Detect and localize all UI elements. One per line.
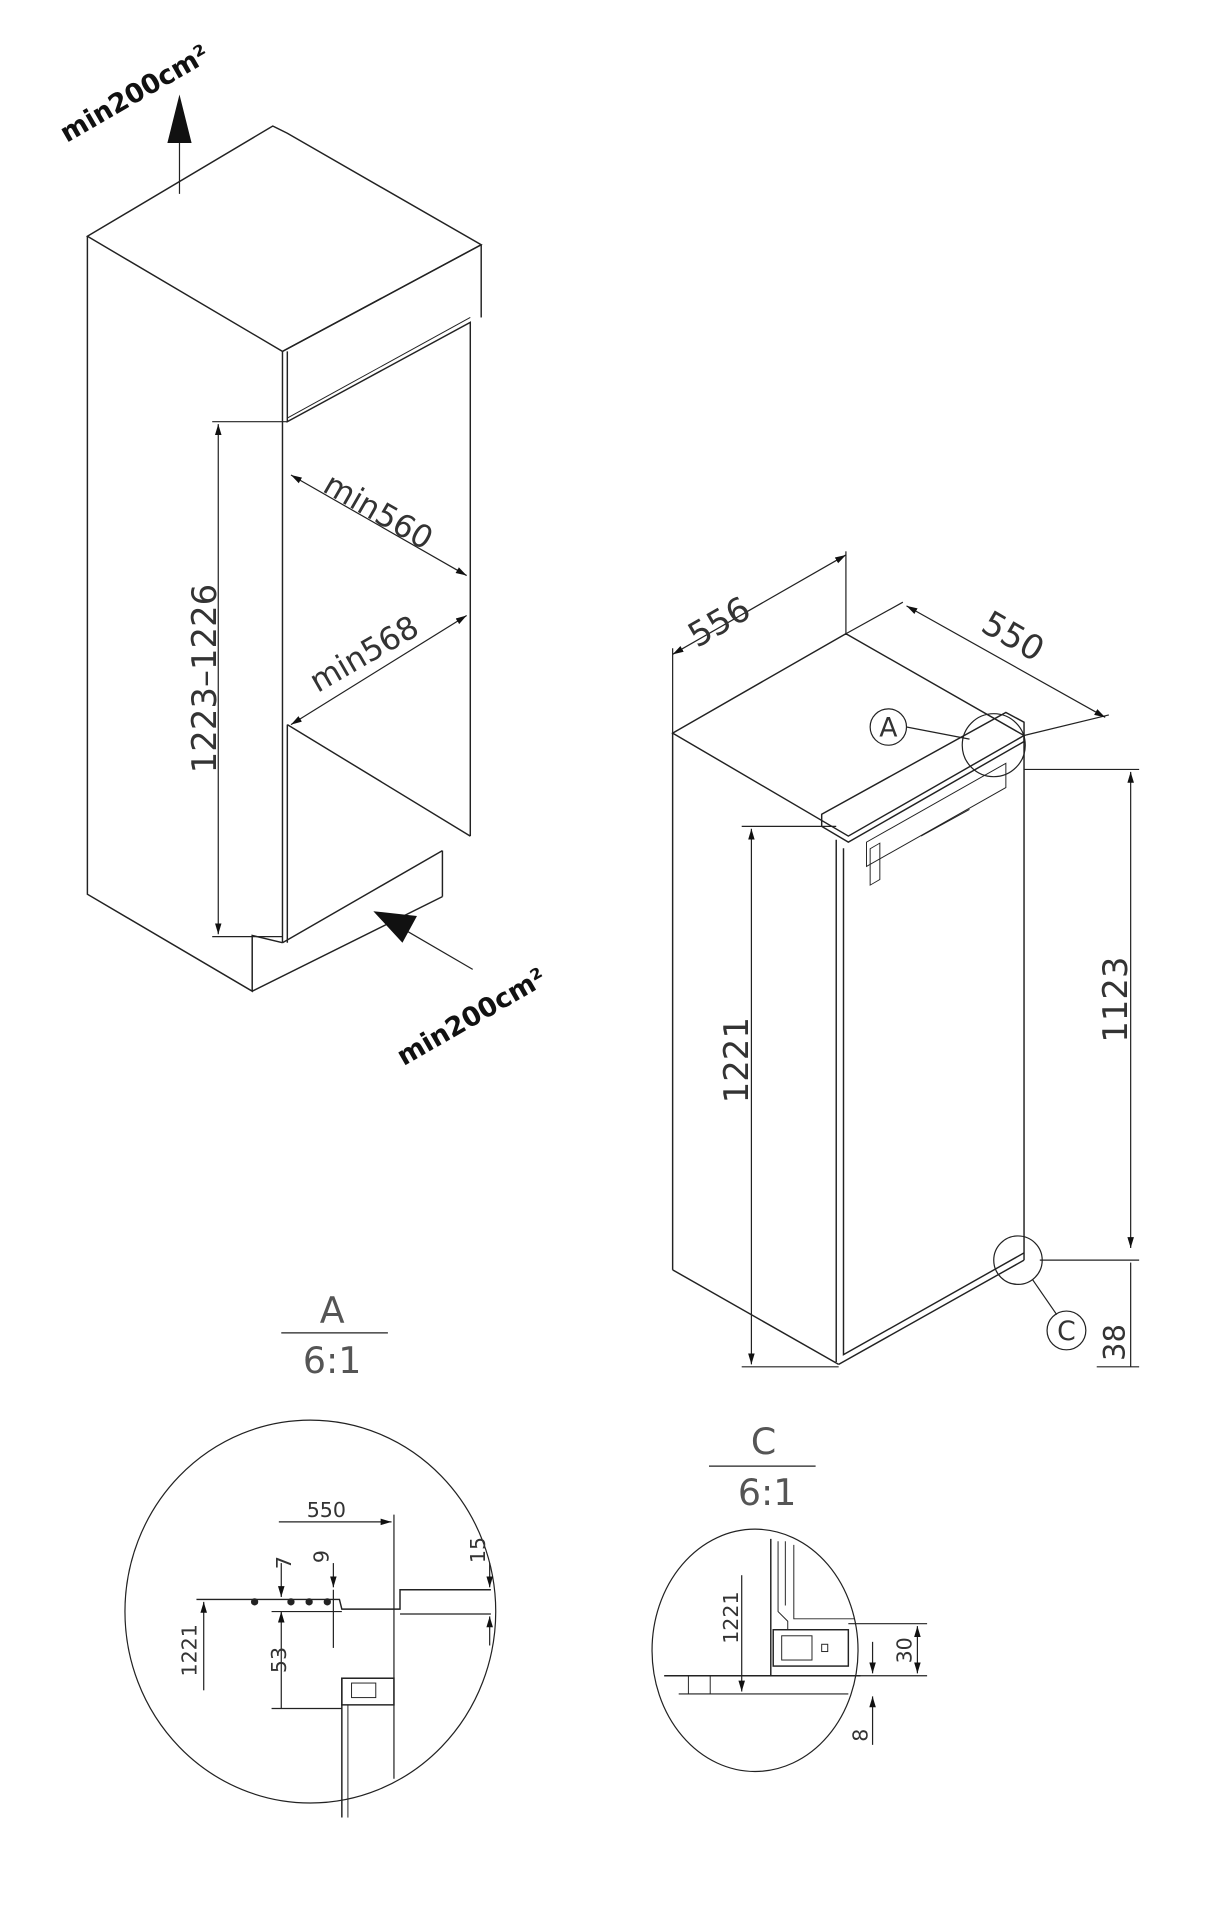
bottom-offset-label: 38 xyxy=(1098,1324,1132,1361)
niche-depth-dimension xyxy=(290,474,467,577)
callout-c-label: C xyxy=(1057,1316,1076,1347)
detail-a-scale: 6:1 xyxy=(303,1339,362,1382)
appliance-height-dimension xyxy=(741,825,839,1368)
detail-a-title: A xyxy=(320,1289,345,1332)
niche-cabinet xyxy=(85,125,483,993)
callout-c-circle xyxy=(993,1235,1043,1286)
appliance-width-label: 556 xyxy=(681,589,757,655)
door-height-label: 1123 xyxy=(1096,957,1135,1043)
niche-depth-label: min560 xyxy=(317,466,439,557)
callout-a-label: A xyxy=(879,713,897,744)
appliance-height-label: 1221 xyxy=(717,1017,756,1103)
detail-a-dim-7: 7 xyxy=(272,1556,296,1569)
detail-c-title: C xyxy=(751,1420,776,1463)
vent-top-arrow xyxy=(167,94,192,194)
detail-c-scale: 6:1 xyxy=(738,1471,797,1514)
detail-a-dim-550: 550 xyxy=(307,1498,346,1522)
detail-a-dim-15: 15 xyxy=(466,1537,490,1563)
detail-a-dim-1221: 1221 xyxy=(177,1624,201,1676)
detail-c-dim-30: 30 xyxy=(892,1637,916,1663)
detail-a-dim-9: 9 xyxy=(310,1550,334,1563)
niche-height-label: 1223–1226 xyxy=(185,584,224,774)
detail-c-dim-8: 8 xyxy=(849,1729,873,1742)
appliance-depth-dimension xyxy=(845,601,1109,737)
callout-c-badge xyxy=(1046,1310,1087,1351)
door-height-dimension xyxy=(1024,768,1140,1368)
appliance-body xyxy=(671,632,1026,1366)
detail-a-view xyxy=(124,1419,497,1818)
detail-c-dim-1221: 1221 xyxy=(719,1591,743,1643)
vent-top-label: min200cm² xyxy=(55,39,215,149)
detail-a-dim-53: 53 xyxy=(267,1647,291,1673)
appliance-width-dimension xyxy=(672,551,847,734)
callout-a-badge xyxy=(869,708,908,746)
detail-c-view xyxy=(651,1528,928,1773)
vent-bottom-arrow xyxy=(373,911,474,970)
appliance-depth-label: 550 xyxy=(975,603,1051,669)
niche-height-dimension xyxy=(212,421,288,938)
niche-width-dimension xyxy=(290,615,467,726)
callout-a-circle xyxy=(961,713,1026,778)
niche-width-label: min568 xyxy=(304,609,426,700)
vent-bottom-label: min200cm² xyxy=(392,962,552,1072)
